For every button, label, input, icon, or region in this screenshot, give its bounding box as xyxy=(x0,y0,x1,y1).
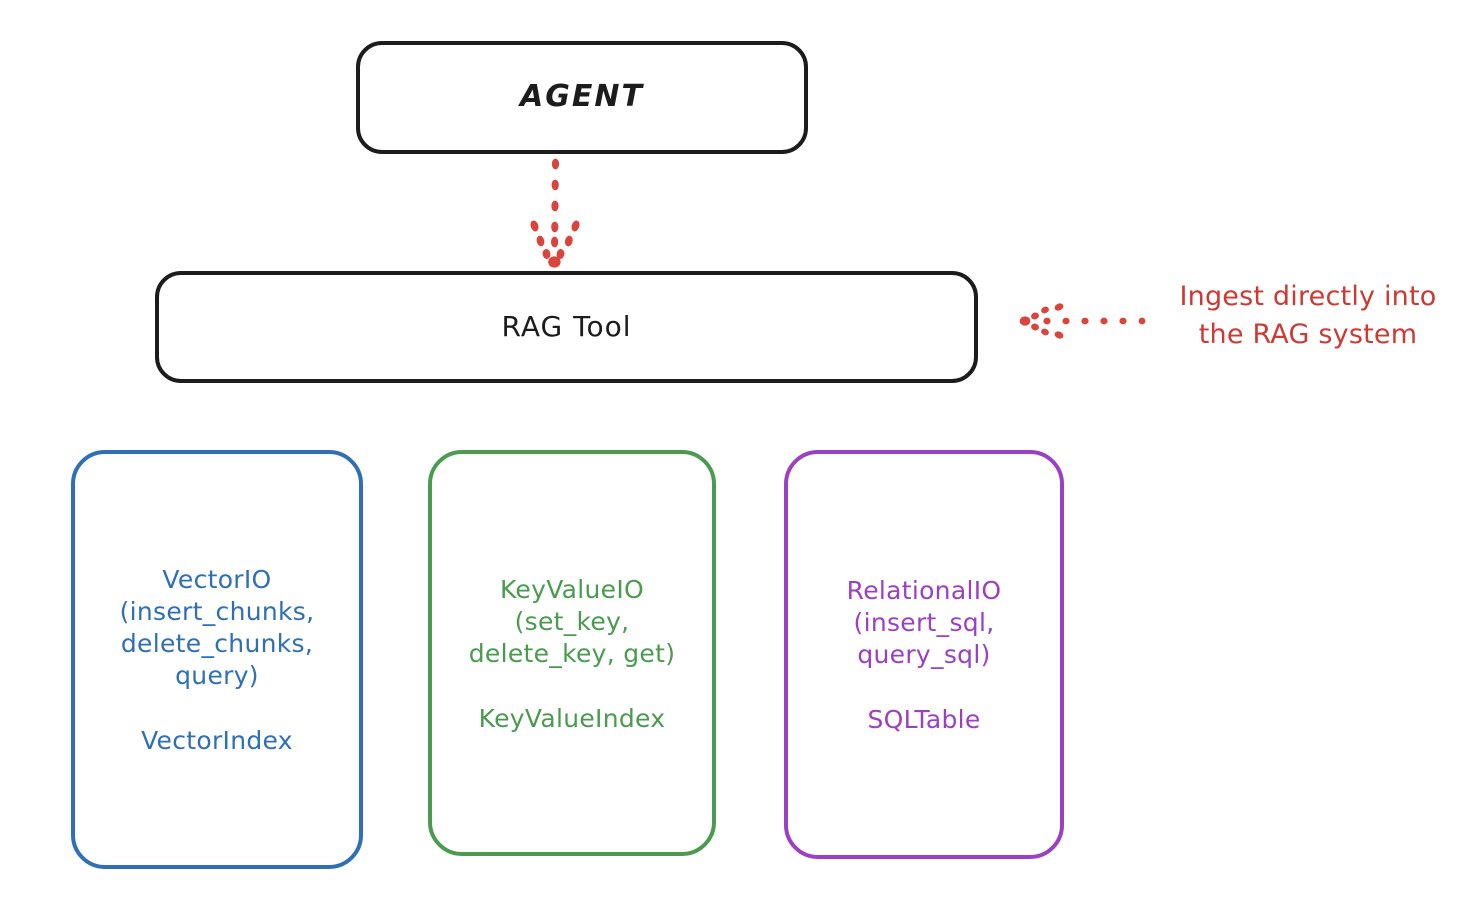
node-vector-io[interactable]: VectorIO (insert_chunks, delete_chunks, … xyxy=(71,450,363,869)
node-relational-io-sublabel: SQLTable xyxy=(867,705,981,734)
node-key-value-io[interactable]: KeyValueIO (set_key, delete_key, get) Ke… xyxy=(428,450,716,856)
annotation-ingest: Ingest directly into the RAG system xyxy=(1140,278,1476,355)
connector-agent-to-rag-tool xyxy=(505,158,615,270)
node-vector-io-sublabel: VectorIndex xyxy=(141,726,293,755)
dotted-down-arrow-icon xyxy=(530,158,580,268)
node-key-value-io-sublabel: KeyValueIndex xyxy=(478,703,666,733)
node-relational-io[interactable]: RelationalIO (insert_sql, query_sql) SQL… xyxy=(784,450,1064,859)
node-rag-tool-label: RAG Tool xyxy=(501,310,632,344)
node-agent-label: AGENT xyxy=(520,79,644,115)
node-relational-io-label: RelationalIO (insert_sql, query_sql) xyxy=(846,576,1002,669)
annotation-ingest-text: Ingest directly into the RAG system xyxy=(1179,281,1437,351)
node-vector-io-label: VectorIO (insert_chunks, delete_chunks, … xyxy=(119,565,315,690)
connector-ingest-to-rag-tool xyxy=(1018,292,1148,350)
node-agent[interactable]: AGENT xyxy=(356,41,808,154)
node-rag-tool[interactable]: RAG Tool xyxy=(155,271,978,383)
node-key-value-io-label: KeyValueIO (set_key, delete_key, get) xyxy=(468,574,676,668)
dotted-left-arrow-icon xyxy=(1019,303,1146,339)
